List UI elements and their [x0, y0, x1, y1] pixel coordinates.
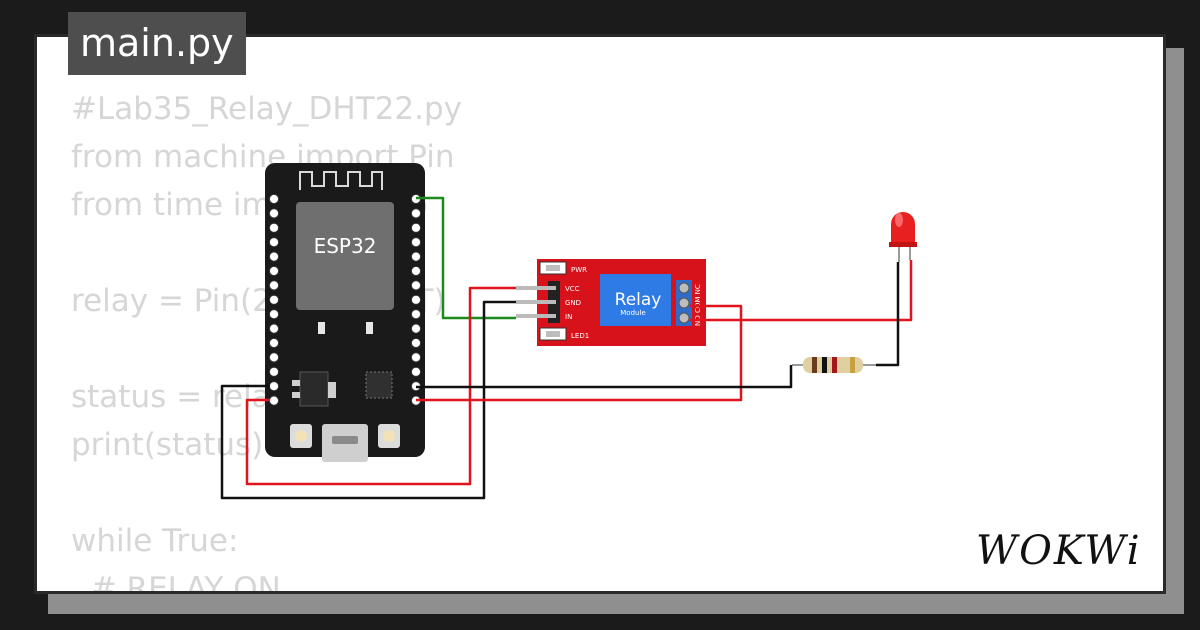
header-pin [410, 251, 422, 262]
wire-black-gnd-resistor [416, 365, 793, 389]
relay-pin-gnd: GND [565, 299, 581, 307]
header-pin [410, 265, 422, 277]
header-pin [268, 237, 280, 248]
wire-red-3v3-relay [416, 304, 743, 402]
relay-title: Relay [615, 290, 662, 310]
resistor[interactable] [792, 357, 876, 373]
header-pin [268, 294, 280, 305]
header-pin [268, 193, 280, 205]
relay-pin-in: IN [565, 313, 572, 321]
relay-subtitle: Module [620, 309, 645, 317]
esp32-right-pins [410, 193, 422, 406]
wire-black-gnd-left [220, 300, 516, 500]
header-pin [268, 381, 280, 392]
file-tab-main-py[interactable]: main.py [68, 12, 246, 75]
wires [220, 196, 913, 500]
esp32-chip-label: ESP32 [314, 234, 377, 258]
esp32-left-pins [268, 193, 280, 406]
relay-pwr-label: PWR [571, 266, 587, 274]
header-pin [268, 280, 280, 291]
header-pin [410, 208, 422, 219]
header-pin [268, 395, 280, 406]
wokwi-logo: WOKWi [976, 528, 1142, 574]
header-pin [410, 280, 422, 291]
header-pin [268, 265, 280, 277]
header-pin [268, 352, 280, 363]
header-pin [410, 309, 422, 320]
header-pin [268, 208, 280, 219]
header-pin [410, 366, 422, 377]
header-pin [410, 222, 422, 233]
header-pin [268, 337, 280, 349]
wire-black-resistor-led [876, 262, 900, 367]
code-line: #Lab35_Relay_DHT22.py [71, 91, 462, 127]
header-pin [268, 366, 280, 377]
header-pin [410, 237, 422, 248]
relay-led-label: LED1 [571, 332, 589, 340]
esp32-board[interactable]: ESP32 [265, 163, 425, 462]
header-pin [268, 222, 280, 233]
wire-red-relay-led [690, 260, 913, 322]
header-pin [268, 323, 280, 334]
red-led[interactable] [889, 212, 917, 262]
header-pin [410, 337, 422, 349]
header-pin [268, 309, 280, 320]
relay-module[interactable]: PWR LED1 VCC GND IN Relay Module NO COM … [516, 259, 706, 346]
relay-block [600, 274, 671, 326]
code-line: # RELAY ON [71, 571, 281, 594]
header-pin [410, 352, 422, 363]
header-pin [268, 251, 280, 262]
header-pin [410, 323, 422, 334]
relay-pin-vcc: VCC [565, 285, 580, 293]
wire-green-signal [416, 196, 516, 320]
header-pin [410, 294, 422, 305]
wire-red-vcc-left [245, 286, 516, 486]
code-line: while True: [71, 523, 239, 559]
code-line: print(status) [71, 427, 264, 463]
esp32-module [296, 202, 394, 310]
